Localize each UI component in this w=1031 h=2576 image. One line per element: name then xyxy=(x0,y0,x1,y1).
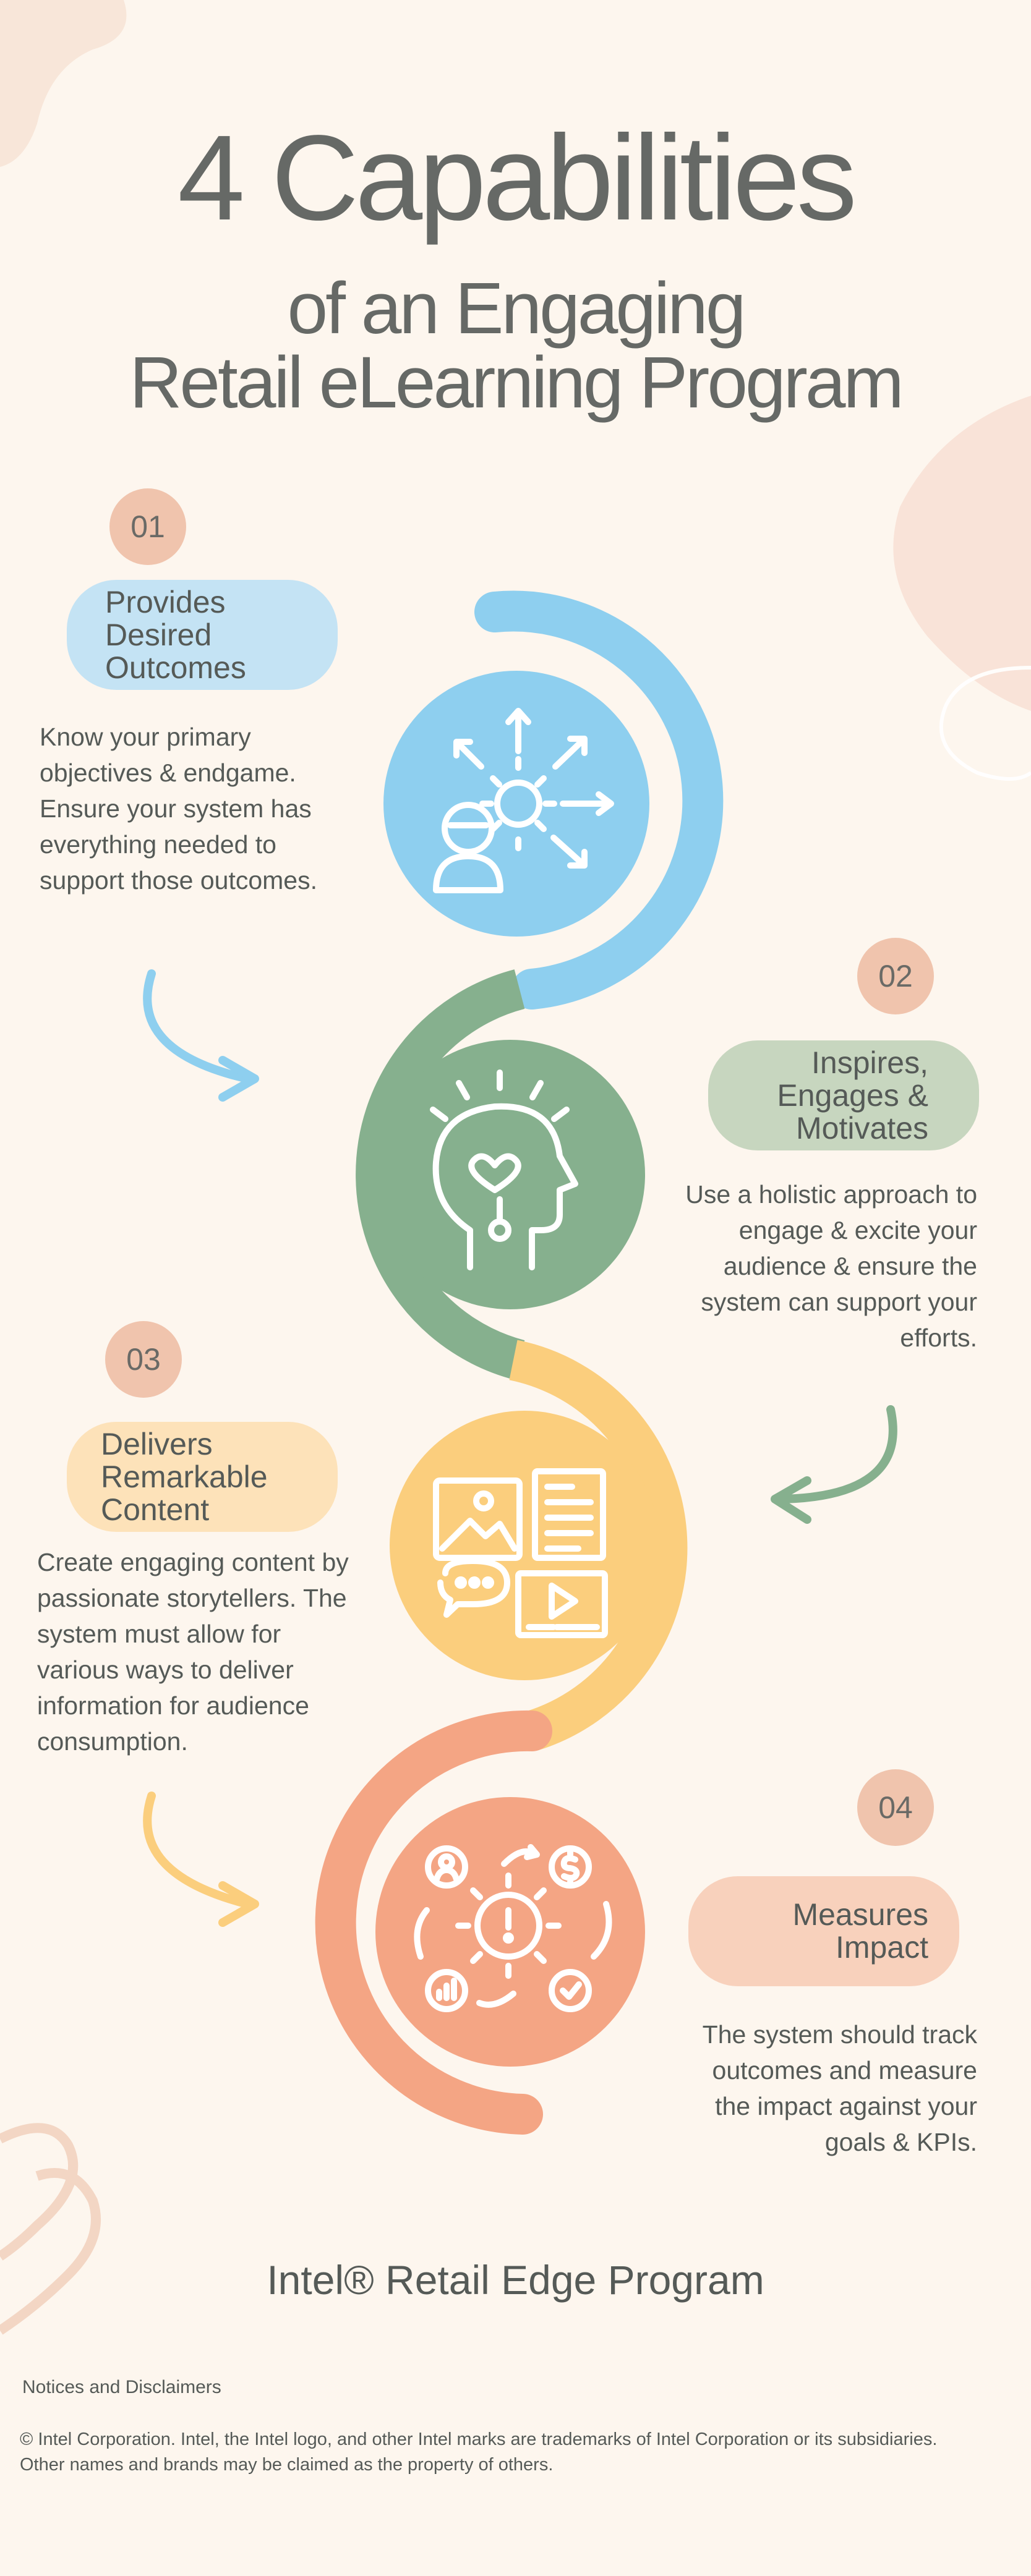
capability-4-label-line: Impact xyxy=(835,1930,928,1965)
description-line: Use a holistic approach to xyxy=(685,1180,977,1209)
circle-3 xyxy=(390,1411,659,1680)
description-line: outcomes and measure xyxy=(712,2056,977,2085)
arrow-3-icon xyxy=(143,1792,259,1927)
program-name: Intel® Retail Edge Program xyxy=(267,2257,764,2303)
capability-1-label: Provides Desired Outcomes xyxy=(67,580,338,690)
description-line: system can support your xyxy=(701,1288,977,1316)
content-media-icon xyxy=(433,1468,608,1638)
capability-2-label-line: Motivates xyxy=(796,1110,928,1146)
description-line: The system should track xyxy=(702,2020,977,2049)
arrow-2-icon xyxy=(771,1405,897,1524)
description-line: the impact against your xyxy=(715,2092,977,2120)
description-line: engage & excite your xyxy=(738,1216,977,1244)
impact-gear-icon xyxy=(414,1844,612,2012)
capability-1-label-line: Provides xyxy=(105,584,226,619)
capability-1-label-line: Outcomes xyxy=(105,650,246,685)
outcomes-icon xyxy=(433,708,614,893)
arc-yellow xyxy=(509,1340,688,1751)
capability-4-number: 04 xyxy=(857,1769,934,1846)
capability-2-label: Inspires, Engages & Motivates xyxy=(708,1040,979,1150)
bottom-left-heart xyxy=(0,2123,101,2335)
capability-3-number: 03 xyxy=(105,1321,182,1398)
right-loop-line xyxy=(939,666,1031,781)
description-line: system must allow for xyxy=(37,1620,281,1648)
capability-1-number: 01 xyxy=(109,488,186,565)
description-line: goals & KPIs. xyxy=(824,2128,977,2156)
capability-2-number: 02 xyxy=(857,938,934,1014)
capability-3-label-line: Remarkable xyxy=(101,1459,268,1494)
description-line: support those outcomes. xyxy=(40,866,317,895)
description-line: passionate storytellers. The xyxy=(37,1584,347,1612)
capability-2-label-line: Inspires, xyxy=(811,1045,928,1080)
description-line: Ensure your system has xyxy=(40,794,312,823)
capability-1-label-line: Desired xyxy=(105,617,212,652)
notices-and-disclaimers-link[interactable]: Notices and Disclaimers xyxy=(22,2377,221,2397)
page-subtitle-line1: of an Engaging xyxy=(287,268,747,349)
page-title: 4 Capabilities xyxy=(178,110,857,245)
capability-4-label-line: Measures xyxy=(792,1897,928,1932)
top-left-blob xyxy=(0,0,127,167)
capability-2-description: Use a holistic approach to engage & exci… xyxy=(618,1176,977,1356)
description-line: various ways to deliver xyxy=(37,1656,294,1684)
capability-1-description: Know your primary objectives & endgame. … xyxy=(40,719,386,898)
description-line: everything needed to xyxy=(40,830,276,859)
arc-blue xyxy=(474,590,724,1010)
description-line: information for audience xyxy=(37,1691,309,1720)
head-heart-icon xyxy=(430,1069,578,1270)
capability-2-label-line: Engages & xyxy=(777,1078,928,1113)
capability-3-description: Create engaging content by passionate st… xyxy=(37,1544,408,1759)
capability-3-label-line: Delivers xyxy=(101,1426,213,1461)
copyright-text: © Intel Corporation. Intel, the Intel lo… xyxy=(20,2429,938,2475)
page-subtitle-line2: Retail eLearning Program xyxy=(129,342,904,423)
description-line: audience & ensure the xyxy=(723,1252,977,1280)
capability-3-label-line: Content xyxy=(101,1492,210,1527)
arc-orange xyxy=(315,1710,552,2135)
capability-4-label: Measures Impact xyxy=(688,1876,959,1986)
arrow-1-icon xyxy=(143,969,259,1102)
description-line: Create engaging content by xyxy=(37,1548,349,1576)
description-line: consumption. xyxy=(37,1727,188,1756)
description-line: objectives & endgame. xyxy=(40,759,296,787)
right-blob xyxy=(893,396,1031,711)
description-line: Know your primary xyxy=(40,723,251,751)
capability-3-label: Delivers Remarkable Content xyxy=(67,1422,338,1532)
description-line: efforts. xyxy=(900,1324,977,1352)
capability-4-description: The system should track outcomes and mea… xyxy=(618,2017,977,2160)
